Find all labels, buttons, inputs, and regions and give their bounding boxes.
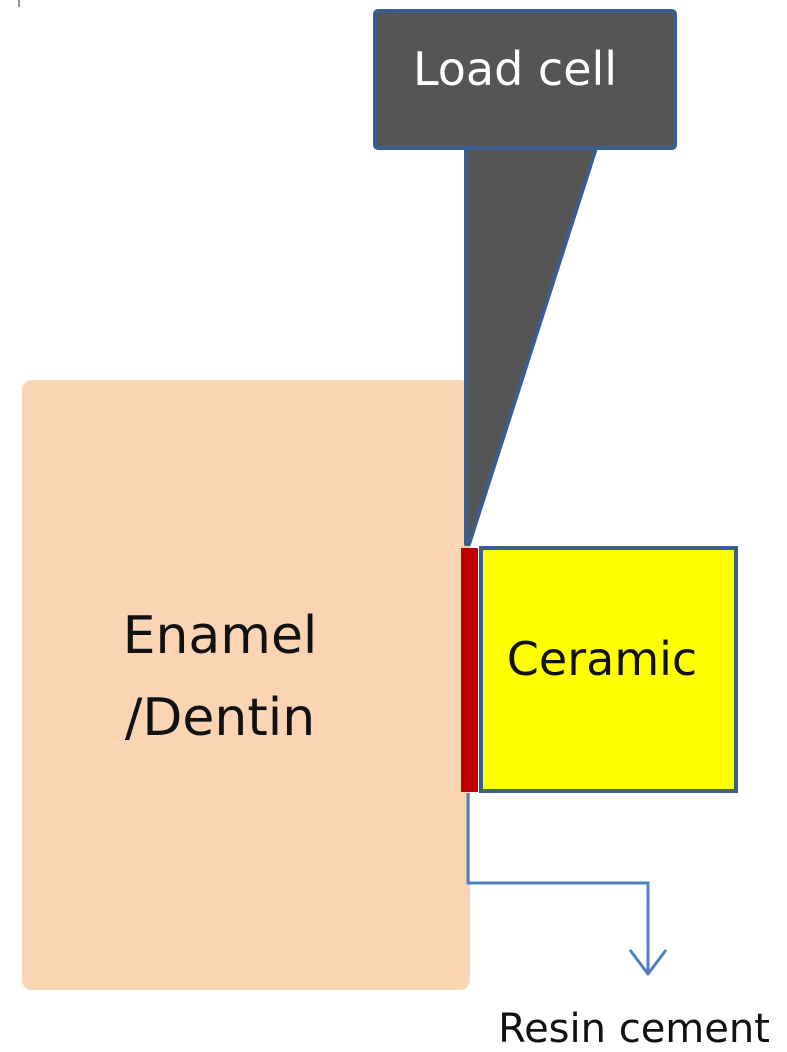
resin-cement-arrowhead bbox=[628, 949, 668, 976]
ceramic-block bbox=[479, 546, 738, 793]
enamel-label: Enamel bbox=[123, 606, 318, 666]
load-cell-blade bbox=[464, 146, 598, 546]
resin-cement-layer bbox=[461, 548, 478, 792]
load-cell-label: Load cell bbox=[413, 42, 617, 96]
resin-cement-leader-line bbox=[466, 793, 650, 972]
load-cell-head bbox=[373, 9, 677, 150]
ceramic-label: Ceramic bbox=[507, 632, 697, 686]
dentin-label: /Dentin bbox=[125, 688, 315, 748]
enamel-dentin-block bbox=[22, 380, 470, 990]
resin-cement-label: Resin cement bbox=[498, 1006, 770, 1052]
